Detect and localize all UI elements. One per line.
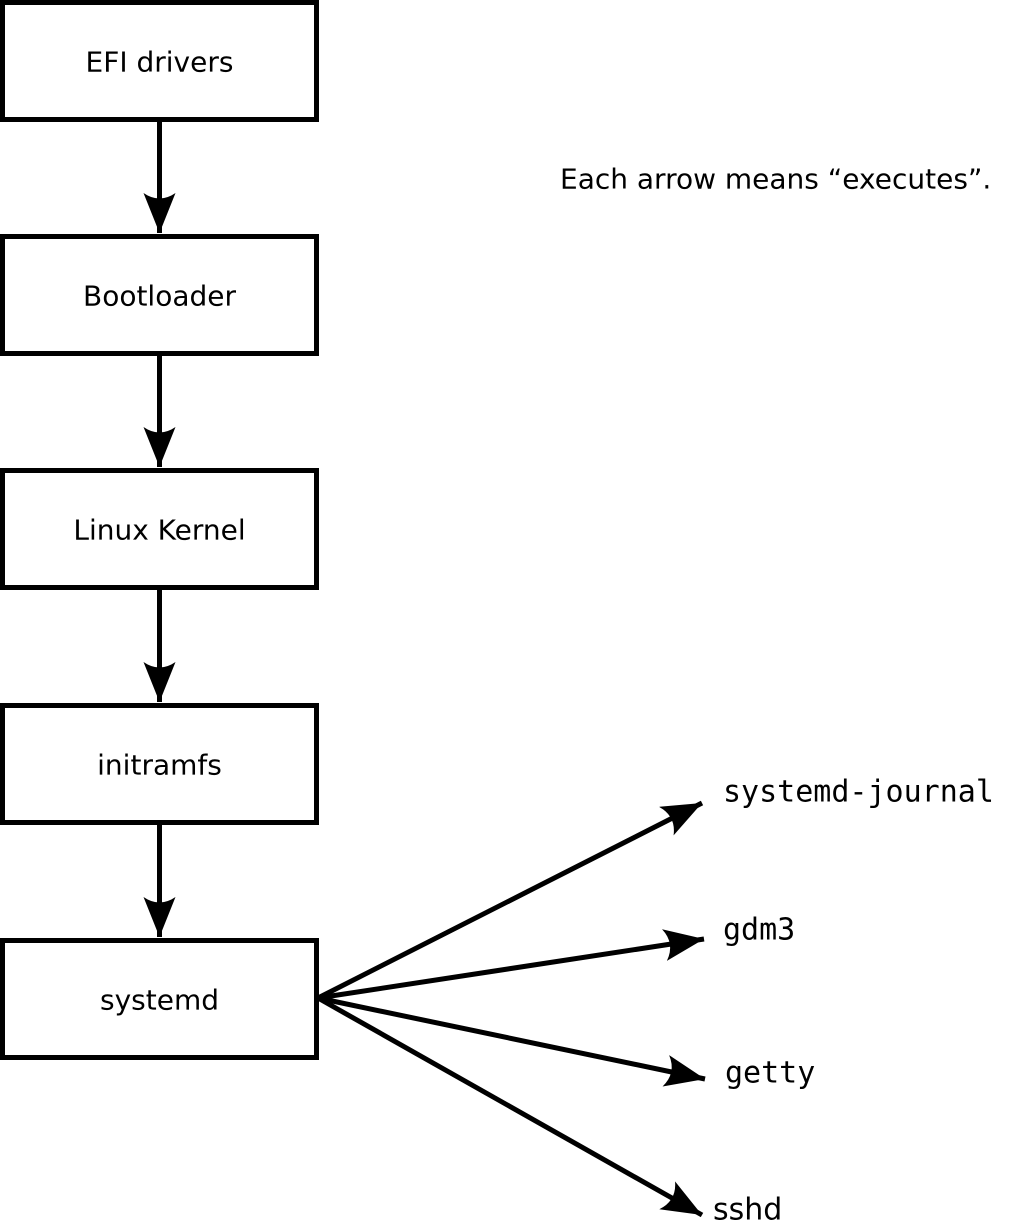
box-bootloader-rect [0, 234, 319, 356]
executes-arrow-systemd-to-systemd-journal [316, 800, 704, 1001]
spawned-label-sshd: sshd [713, 1193, 782, 1228]
box-bootloader-label: Bootloader [83, 280, 237, 313]
box-efi-drivers-label: EFI drivers [86, 46, 234, 79]
box-bootloader: Bootloader [0, 234, 319, 356]
spawned-label-gdm3: gdm3 [723, 913, 795, 948]
box-linux-kernel-label: Linux Kernel [73, 514, 245, 547]
executes-arrow-systemd-to-gdm3 [317, 929, 705, 1001]
box-linux-kernel: Linux Kernel [0, 468, 319, 590]
executes-arrow-systemd-to-sshd [316, 995, 704, 1218]
box-efi-drivers-rect [0, 0, 319, 122]
spawned-label-getty: getty [725, 1056, 815, 1091]
arrow-meaning-note: Each arrow means “executes”. [560, 163, 991, 196]
box-linux-kernel-rect [0, 468, 319, 590]
box-initramfs-label: initramfs [97, 749, 222, 782]
box-systemd-rect [0, 938, 319, 1060]
box-systemd-label: systemd [100, 984, 219, 1017]
box-initramfs-rect [0, 703, 319, 825]
spawned-label-systemd-journal: systemd-journal [723, 775, 994, 810]
box-initramfs: initramfs [0, 703, 319, 825]
box-systemd: systemd [0, 938, 319, 1060]
executes-arrow-systemd-to-getty [317, 995, 706, 1087]
box-efi-drivers: EFI drivers [0, 0, 319, 122]
